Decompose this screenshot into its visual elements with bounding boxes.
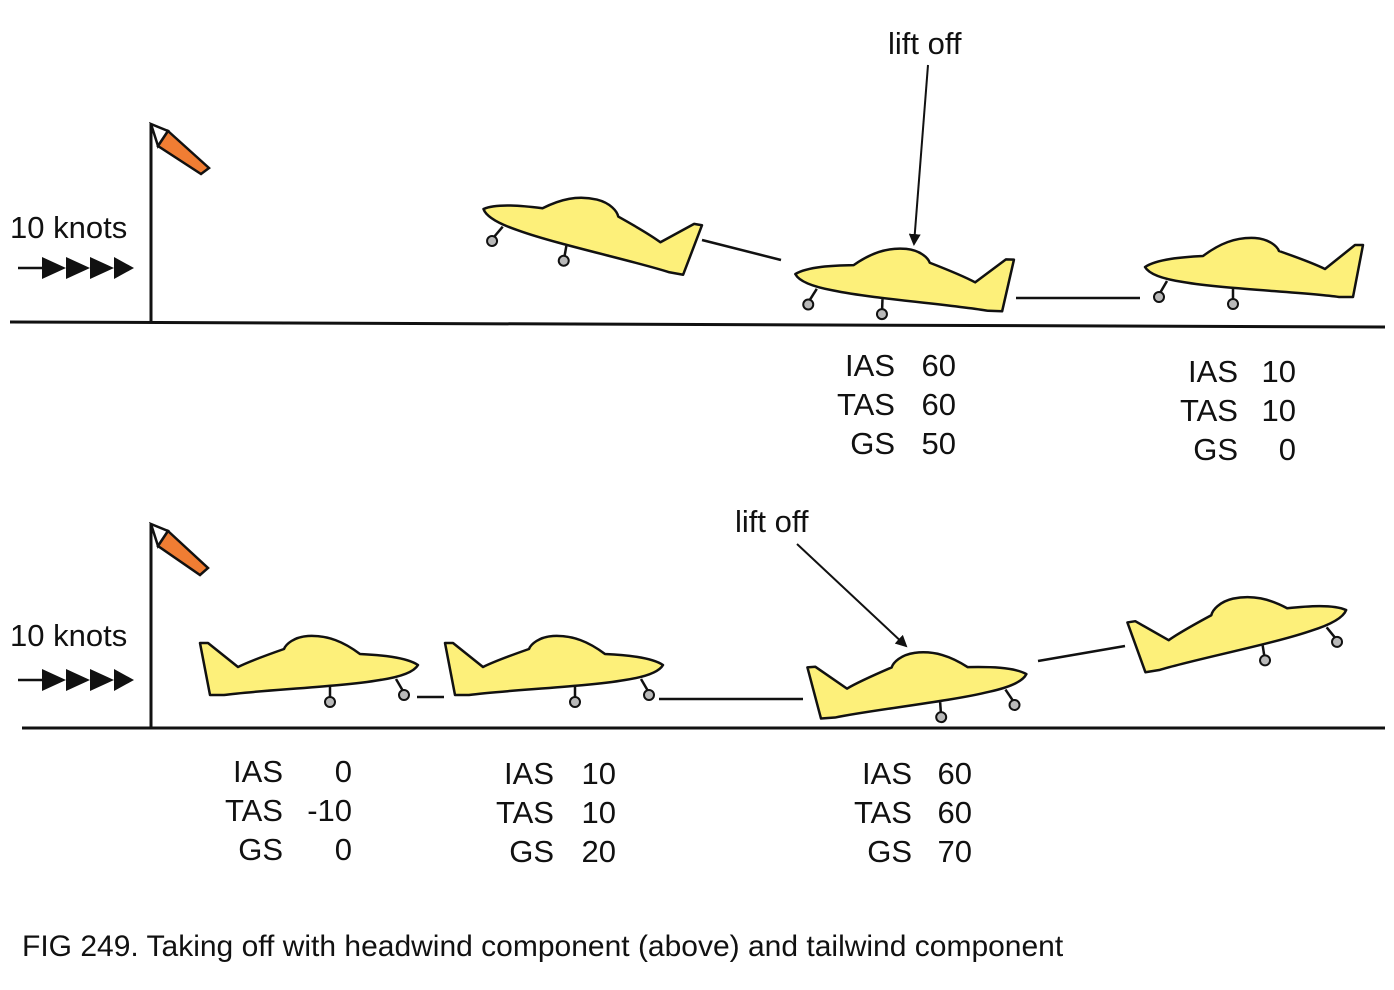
wind-direction-arrows-icon	[18, 257, 134, 279]
speed-readout-liftoff: IAS 60 TAS 60 GS 50	[837, 348, 956, 461]
windsock-icon	[148, 521, 210, 728]
svg-text:TAS: TAS	[837, 387, 895, 422]
lift-off-arrow	[908, 64, 929, 246]
speed-readout-start: IAS 0 TAS -10 GS 0	[225, 754, 352, 867]
svg-text:70: 70	[938, 834, 972, 869]
lift-off-label: lift off	[888, 26, 962, 61]
svg-text:60: 60	[938, 756, 972, 791]
svg-text:60: 60	[938, 795, 972, 830]
aircraft-climbing	[1125, 580, 1354, 687]
aircraft-at-brake-release	[198, 634, 420, 709]
svg-text:0: 0	[335, 832, 352, 867]
speed-readout-ground-run: IAS 10 TAS 10 GS 20	[496, 756, 616, 869]
flight-path-line	[701, 238, 782, 262]
svg-text:60: 60	[922, 387, 956, 422]
lift-off-label: lift off	[735, 504, 809, 539]
svg-text:10: 10	[1262, 393, 1296, 428]
svg-text:50: 50	[922, 426, 956, 461]
svg-text:GS: GS	[509, 834, 554, 869]
svg-text:10: 10	[1262, 354, 1296, 389]
lift-off-arrow	[796, 543, 908, 648]
svg-text:TAS: TAS	[1180, 393, 1238, 428]
svg-text:TAS: TAS	[496, 795, 554, 830]
svg-text:GS: GS	[1193, 432, 1238, 467]
svg-text:-10: -10	[307, 793, 352, 828]
svg-text:10: 10	[582, 756, 616, 791]
aircraft-climbing	[474, 179, 705, 290]
speed-readout-start: IAS 10 TAS 10 GS 0	[1180, 354, 1296, 467]
svg-text:IAS: IAS	[862, 756, 912, 791]
svg-text:IAS: IAS	[233, 754, 283, 789]
svg-text:GS: GS	[850, 426, 895, 461]
svg-text:IAS: IAS	[1188, 354, 1238, 389]
aircraft-at-liftoff	[792, 243, 1016, 325]
flight-path-line	[1037, 644, 1126, 663]
svg-text:10: 10	[582, 795, 616, 830]
svg-text:TAS: TAS	[225, 793, 283, 828]
svg-text:0: 0	[1279, 432, 1296, 467]
aircraft-at-brake-release	[1143, 236, 1365, 311]
svg-text:GS: GS	[238, 832, 283, 867]
svg-text:TAS: TAS	[854, 795, 912, 830]
wind-direction-arrows-icon	[18, 669, 134, 691]
runway-ground-line	[9, 320, 1386, 329]
tailwind-panel: 10 knots lift off IAS 0 TAS -10 GS 0	[10, 504, 1385, 869]
aircraft-during-ground-run	[443, 634, 665, 709]
aircraft-at-liftoff	[805, 643, 1031, 733]
svg-text:0: 0	[335, 754, 352, 789]
svg-text:GS: GS	[867, 834, 912, 869]
svg-text:20: 20	[582, 834, 616, 869]
windsock-icon	[148, 121, 211, 322]
headwind-panel: 10 knots lift off IAS 60 TAS 60 GS 50	[9, 26, 1386, 467]
svg-text:60: 60	[922, 348, 956, 383]
svg-text:IAS: IAS	[504, 756, 554, 791]
speed-readout-liftoff: IAS 60 TAS 60 GS 70	[854, 756, 972, 869]
svg-text:IAS: IAS	[845, 348, 895, 383]
figure-caption: FIG 249. Taking off with headwind compon…	[22, 930, 1064, 963]
wind-speed-label: 10 knots	[10, 210, 127, 245]
wind-speed-label: 10 knots	[10, 618, 127, 653]
